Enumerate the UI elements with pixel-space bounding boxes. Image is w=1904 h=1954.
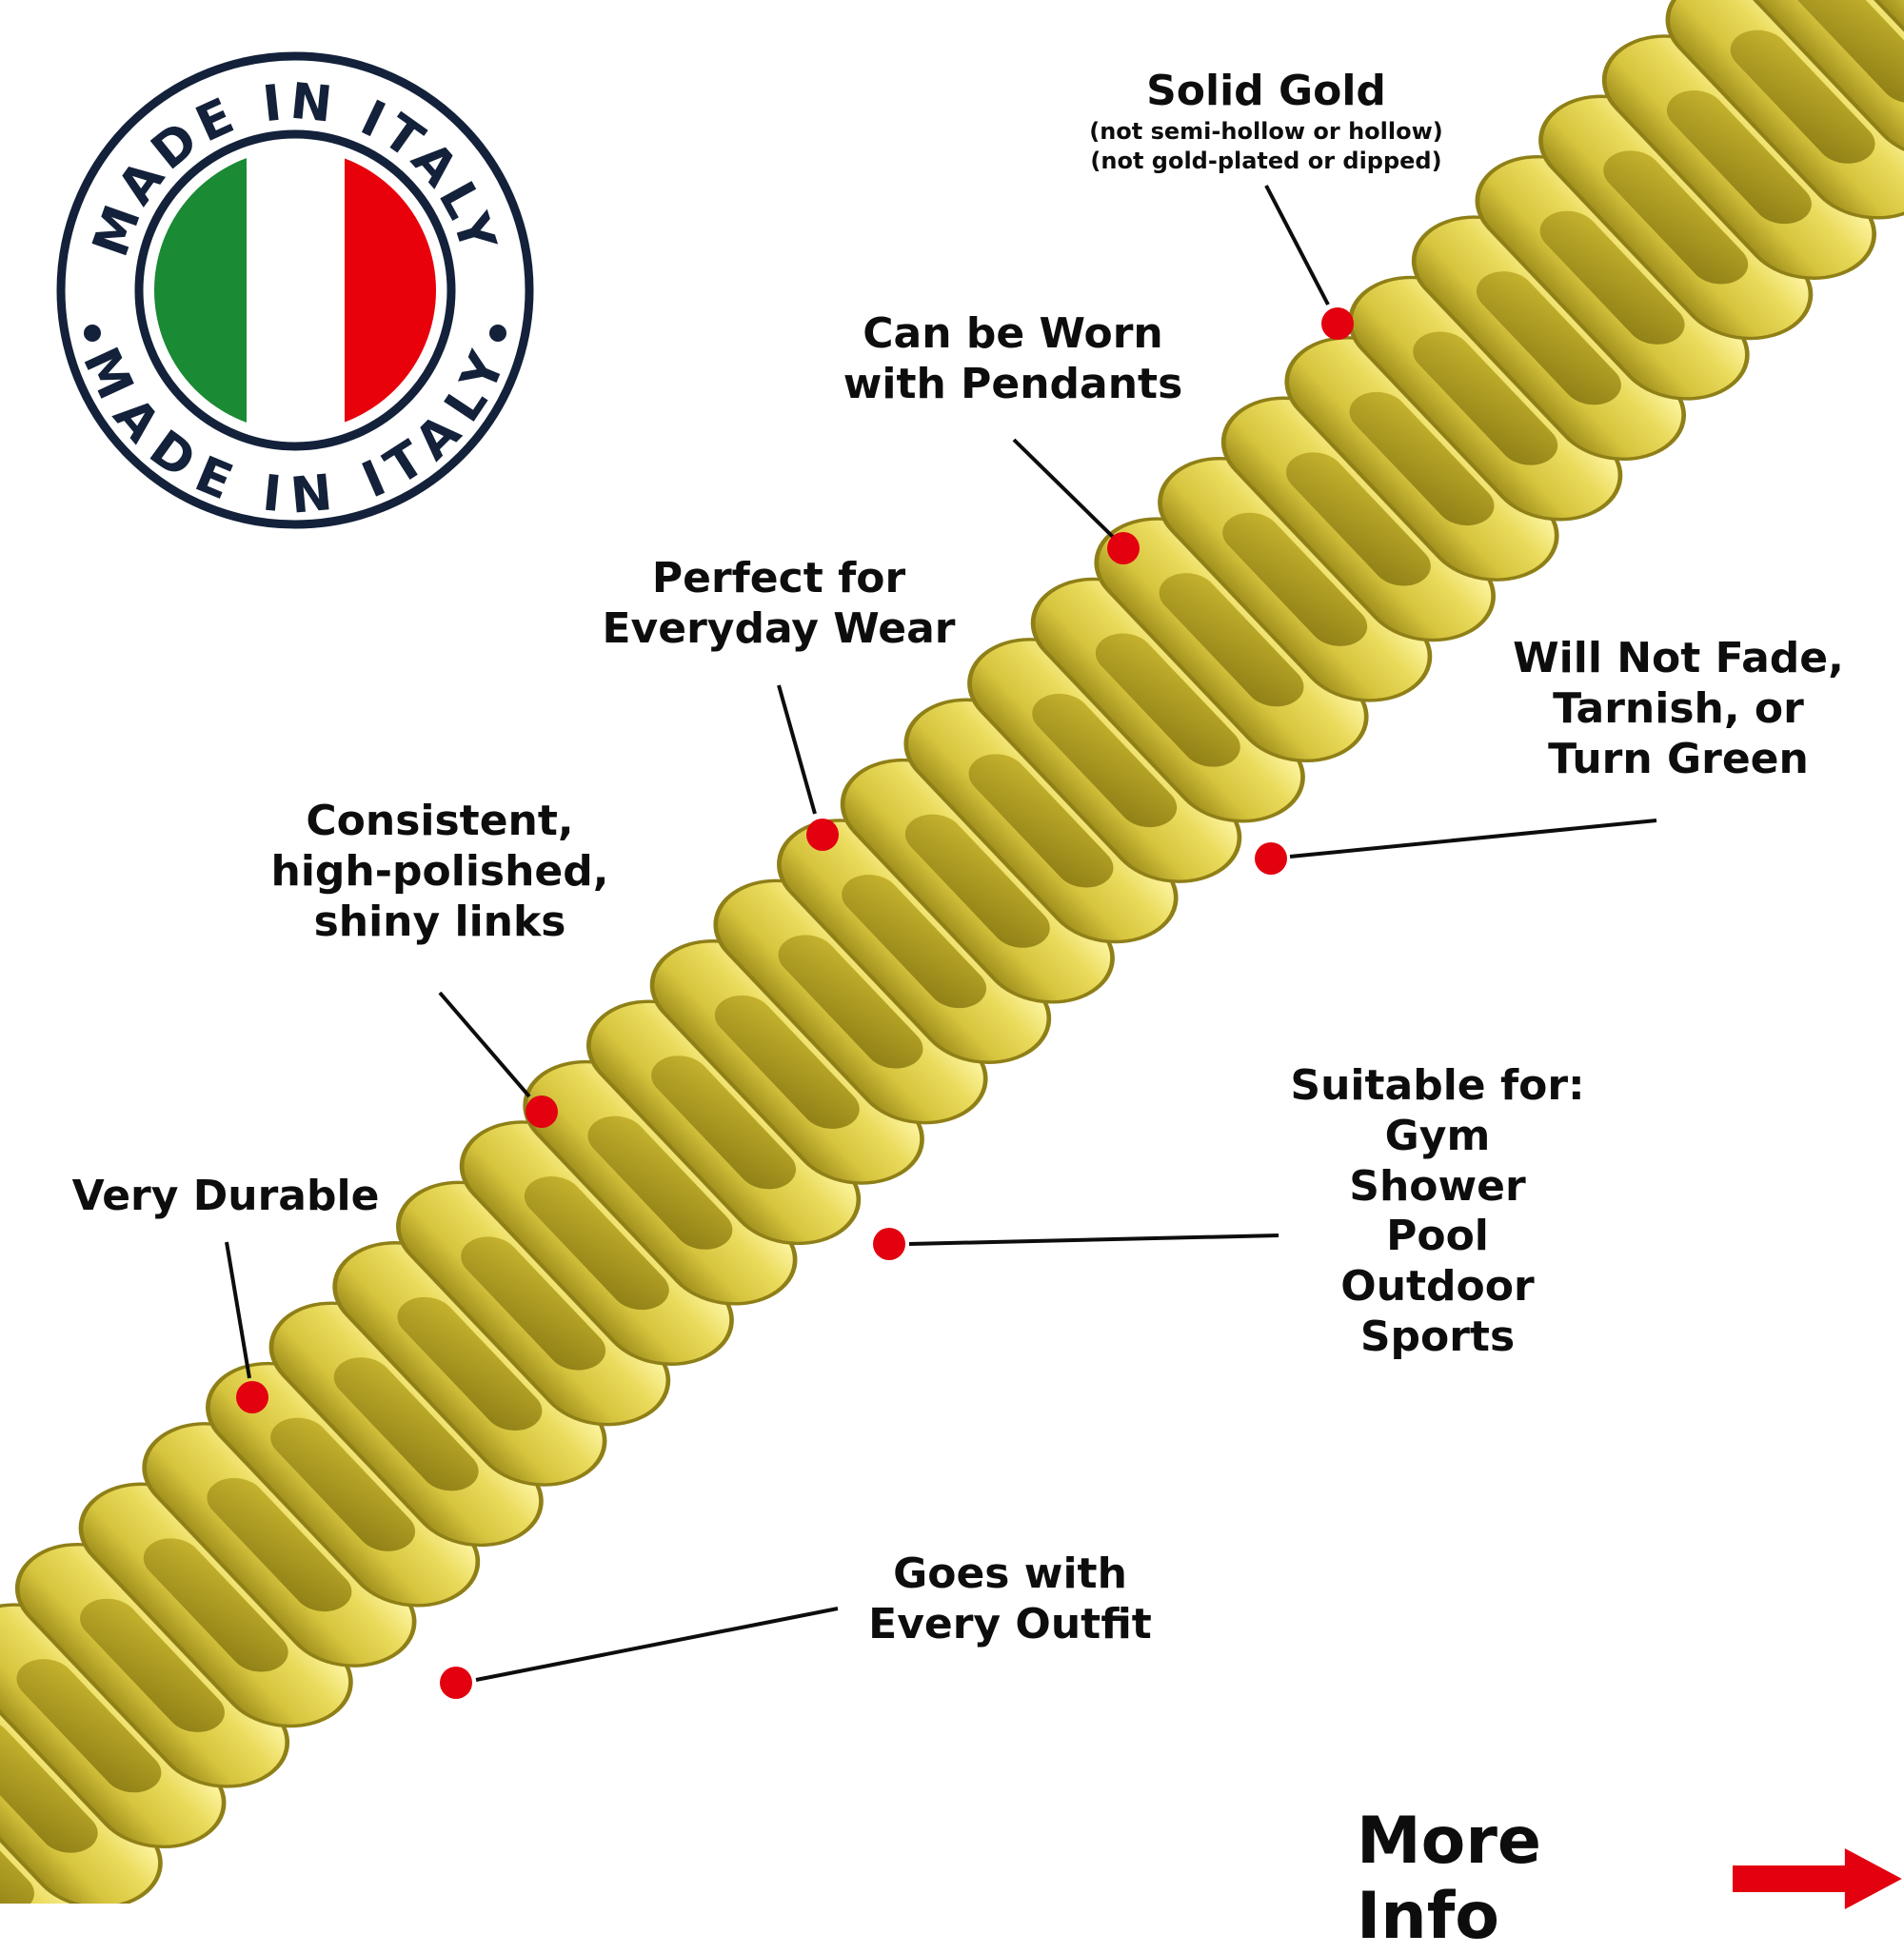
chain-link — [1729, 0, 1904, 160]
more-info-link[interactable]: More Info — [1357, 1804, 1904, 1954]
no-fade-line-2: Tarnish, or — [1553, 683, 1804, 733]
durable-callout: Very Durable — [72, 1172, 380, 1222]
pointer-line-no-fade — [1289, 819, 1657, 859]
polished-line-2: high-polished, — [270, 846, 609, 896]
polished-line-3: shiny links — [313, 897, 566, 946]
pointer-line-suitable — [908, 1234, 1279, 1246]
everyday-line-2: Everyday Wear — [602, 603, 956, 653]
pointer-line-everyday — [777, 684, 817, 815]
solid-gold-note-1: (not semi-hollow or hollow) — [1089, 117, 1443, 145]
chain-illustration — [0, 0, 1904, 1904]
pointer-dot-durable — [236, 1381, 268, 1413]
polished-line-1: Consistent, — [306, 797, 574, 845]
everyday-callout: Perfect for Everyday Wear — [603, 554, 956, 655]
chain-links — [0, 0, 1904, 1904]
pendants-line-2: with Pendants — [843, 359, 1183, 408]
suitable-callout: Suitable for: Gym Shower Pool Outdoor Sp… — [1290, 1061, 1584, 1363]
suitable-line-5: Outdoor — [1340, 1262, 1535, 1312]
callout-pointers — [225, 185, 1657, 1699]
seal-dot-right — [489, 325, 506, 342]
pointer-dot-everyday — [806, 819, 839, 851]
outfit-line-2: Every Outfit — [868, 1599, 1152, 1648]
suitable-line-4: Pool — [1386, 1212, 1489, 1261]
outfit-line-1: Goes with — [893, 1549, 1127, 1598]
pointer-dot-polished — [526, 1095, 558, 1128]
durable-line-1: Very Durable — [71, 1172, 380, 1220]
no-fade-callout: Will Not Fade, Tarnish, or Turn Green — [1513, 634, 1844, 784]
suitable-line-3: Shower — [1349, 1161, 1526, 1211]
suitable-line-2: Gym — [1384, 1111, 1491, 1160]
no-fade-line-1: Will Not Fade, — [1513, 634, 1844, 682]
suitable-line-6: Sports — [1359, 1312, 1516, 1361]
pointer-dot-pendants — [1107, 532, 1140, 564]
pendants-line-1: Can be Worn — [863, 309, 1163, 358]
no-fade-line-3: Turn Green — [1548, 734, 1809, 783]
right-arrow-icon — [1733, 1848, 1903, 1909]
pointer-line-pendants — [1012, 438, 1116, 540]
pointer-line-polished — [438, 991, 531, 1098]
pointer-dot-no-fade — [1255, 842, 1287, 875]
solid-gold-callout: Solid Gold (not semi-hollow or hollow) (… — [1089, 67, 1443, 176]
polished-callout: Consistent, high-polished, shiny links — [271, 797, 609, 947]
pendants-callout: Can be Worn with Pendants — [843, 309, 1183, 410]
more-info-label: More Info — [1357, 1804, 1542, 1954]
solid-gold-note-2: (not gold-plated or dipped) — [1090, 147, 1442, 174]
chain-link — [1792, 0, 1904, 99]
pointer-line-durable — [225, 1241, 251, 1379]
outfit-callout: Goes with Every Outfit — [868, 1549, 1152, 1650]
pointer-dot-suitable — [873, 1228, 905, 1260]
solid-gold-title: Solid Gold — [1146, 67, 1386, 115]
everyday-line-1: Perfect for — [651, 554, 906, 602]
seal-dot-left — [84, 325, 101, 342]
pointer-dot-solid-gold — [1321, 307, 1354, 340]
pointer-line-solid-gold — [1264, 185, 1330, 306]
pointer-line-outfit — [475, 1607, 839, 1682]
made-in-italy-seal: MADE IN ITALY MADE IN ITALY — [56, 51, 534, 529]
suitable-line-1: Suitable for: — [1290, 1061, 1585, 1110]
pointer-dot-outfit — [440, 1667, 472, 1699]
